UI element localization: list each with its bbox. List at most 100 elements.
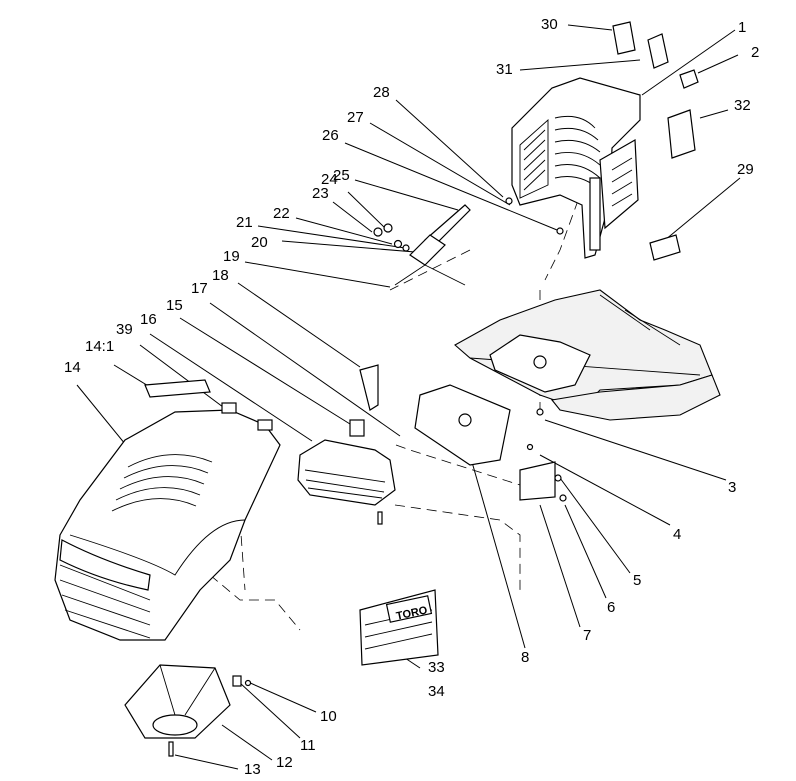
hood-shell [54, 409, 281, 641]
callout-29: 29 [737, 161, 754, 178]
leader-10 [247, 681, 317, 713]
hood-nose [59, 539, 151, 591]
floor-pan-hole [533, 355, 547, 369]
callout-15: 15 [166, 297, 183, 314]
console-pod-bracket [589, 177, 601, 251]
decal-logo-plate [385, 595, 433, 623]
callout-8: 8 [521, 649, 530, 666]
assembly-line-hood-2 [239, 519, 246, 591]
decal-39 [221, 402, 237, 414]
assembly-line-bracket [395, 444, 521, 486]
leader-lines [76, 24, 741, 770]
callout-22: 22 [273, 205, 290, 222]
callout-16: 16 [140, 311, 157, 328]
decal-15 [349, 419, 365, 437]
leader-5 [559, 477, 631, 574]
leader-14-1 [113, 364, 151, 388]
callout-6: 6 [607, 599, 616, 616]
callout-12: 12 [276, 754, 293, 771]
air-scoop-edges [159, 664, 216, 716]
callout-1: 1 [738, 19, 747, 36]
leader-27 [369, 122, 511, 206]
screw-13 [168, 741, 174, 757]
leader-7 [539, 504, 581, 628]
callout-19: 19 [223, 248, 240, 265]
leader-11 [239, 682, 301, 739]
callout-23: 23 [312, 185, 329, 202]
hood-grille-lines [59, 564, 151, 639]
bracket-7 [519, 461, 556, 501]
callout-28: 28 [373, 84, 390, 101]
callout-27: 27 [347, 109, 364, 126]
callout-11: 11 [300, 737, 316, 754]
console-pod-grille-left-slats [523, 129, 546, 191]
callout-10: 10 [320, 708, 337, 725]
callout-31: 31 [496, 61, 513, 78]
decal-29 [649, 234, 681, 261]
screw-housing [377, 511, 383, 525]
screw-26 [556, 227, 564, 235]
callout-2: 2 [751, 44, 760, 61]
console-pod-side-slats [611, 157, 633, 207]
floor-pan-ribs [599, 294, 681, 346]
screw-10 [244, 679, 252, 687]
leader-18 [237, 282, 361, 368]
decal-30 [612, 21, 636, 55]
leader-13 [174, 754, 239, 770]
bolt-3 [536, 408, 544, 416]
callout-17: 17 [191, 280, 208, 297]
clip-11 [232, 675, 242, 687]
leader-30 [567, 24, 613, 31]
callout-3: 3 [728, 479, 737, 496]
callout-30: 30 [541, 16, 558, 33]
callout-14-1: 14:1 [85, 338, 115, 355]
callout-39: 39 [116, 321, 133, 338]
callout-18: 18 [212, 267, 229, 284]
leader-32 [699, 109, 729, 119]
dash-housing-grille [304, 469, 386, 499]
washer-22 [393, 239, 403, 249]
leader-4 [539, 454, 671, 526]
callout-20: 20 [251, 234, 268, 251]
callout-7: 7 [583, 627, 592, 644]
screw-28 [505, 197, 513, 205]
leader-26 [344, 142, 558, 231]
callout-25: 25 [333, 167, 350, 184]
decal-hood-small [257, 419, 273, 431]
leader-16 [149, 333, 313, 442]
decal-32 [667, 109, 696, 159]
floor-pan [454, 289, 721, 421]
decal-33-34: TORO [359, 589, 439, 666]
callout-26: 26 [322, 127, 339, 144]
nut-23 [373, 227, 383, 237]
callout-14: 14 [64, 359, 81, 376]
leader-21 [257, 225, 406, 249]
nut-4 [526, 443, 534, 451]
leader-24 [347, 191, 386, 229]
assembly-line-hood [209, 574, 301, 631]
callout-4: 4 [673, 526, 682, 543]
hood-crease [69, 519, 246, 576]
washer-6 [559, 494, 567, 502]
dash-housing [297, 419, 396, 525]
air-scoop [124, 664, 252, 757]
decal-14-1 [144, 379, 211, 398]
leader-29 [664, 177, 741, 241]
floor-pan-front [550, 374, 721, 421]
console-pod-side-panel [599, 138, 639, 230]
console-pod [505, 21, 699, 261]
leader-6 [564, 504, 607, 599]
throttle-assembly [373, 204, 471, 286]
callout-34: 34 [428, 683, 445, 700]
throttle-cable [394, 264, 466, 286]
console-pod-grille-left [519, 118, 549, 199]
leader-15 [179, 317, 351, 425]
leader-25 [354, 179, 459, 211]
throttle-bracket [409, 234, 446, 266]
bracket-18 [359, 364, 379, 411]
leader-28 [395, 99, 504, 198]
leader-23 [332, 201, 373, 233]
spring-21 [402, 244, 410, 252]
